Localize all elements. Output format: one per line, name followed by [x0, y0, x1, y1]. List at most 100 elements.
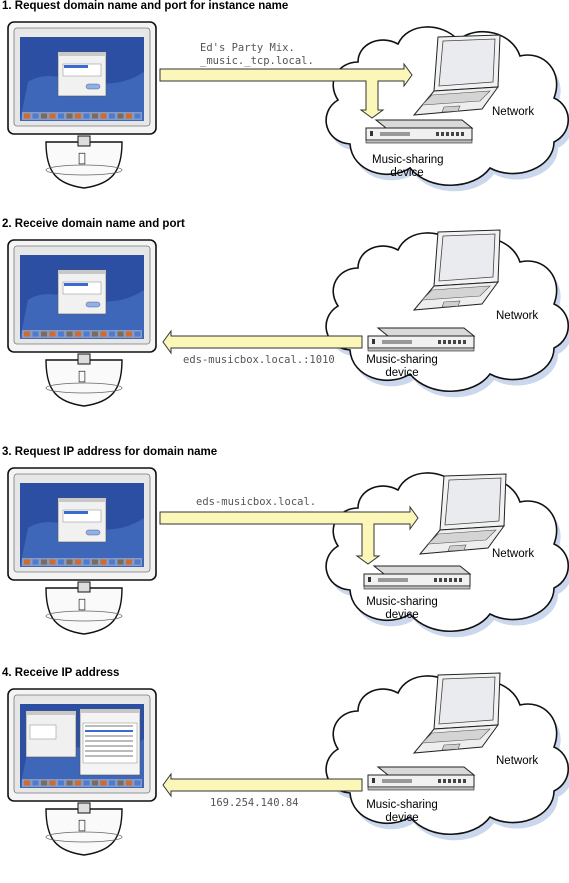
dock-icon [75, 113, 81, 119]
apple-logo:  [78, 597, 86, 612]
dock-icon [134, 559, 141, 565]
imac-neck [77, 135, 91, 147]
dock-icon [49, 113, 56, 119]
laptop-keyboard [421, 90, 491, 106]
apple-logo:  [78, 369, 86, 384]
device-button [448, 340, 451, 344]
music-device-icon [367, 327, 476, 352]
dock-icon [83, 780, 90, 786]
device-button [463, 340, 466, 344]
device-button [461, 132, 464, 136]
window-titlebar [26, 711, 76, 715]
device-button [446, 132, 449, 136]
dock-icon [83, 113, 90, 119]
connect-button [85, 301, 101, 308]
dock-icon [66, 780, 73, 786]
device-button [448, 779, 451, 783]
device-button [441, 132, 444, 136]
step-title: 1. Request domain name and port for inst… [2, 0, 289, 12]
dock-icon [92, 113, 98, 119]
dock-icon [66, 559, 73, 565]
device-button [463, 779, 466, 783]
step-title: 2. Receive domain name and port [2, 218, 185, 230]
dock-icon [58, 331, 64, 337]
device-label: Music-sharing device [372, 154, 444, 180]
message-label: eds-musicbox.local. [196, 496, 316, 509]
dock-icon [49, 780, 56, 786]
message-line: _music._tcp.local. [200, 55, 314, 67]
device-button [459, 578, 462, 582]
device-button [439, 578, 442, 582]
device-base [367, 347, 475, 352]
laptop-keyboard [421, 285, 491, 301]
desktop-wave [20, 290, 144, 339]
dock-icon [134, 780, 141, 786]
laptop-icon [418, 473, 507, 555]
dock-icon [24, 780, 30, 786]
network-label: Network [492, 548, 535, 560]
device-slot [378, 578, 408, 582]
message-label: eds-musicbox.local.:1010 [183, 354, 335, 367]
device-led [372, 778, 375, 783]
apple-logo:  [78, 151, 86, 166]
track-row [85, 745, 133, 747]
dock-icon [58, 113, 64, 119]
network-cloud [325, 675, 569, 841]
window-titlebar [58, 498, 106, 502]
device-button [449, 578, 452, 582]
dock-icon [109, 113, 115, 119]
device-label-line: Music-sharing [366, 354, 438, 366]
dock-icon [24, 113, 30, 119]
device-label-line: device [385, 609, 419, 621]
imac-neck [77, 353, 91, 365]
laptop-screen [438, 233, 496, 282]
laptop-trackpad [441, 300, 461, 308]
step-4-art:  [7, 672, 569, 856]
message-arrow [162, 329, 363, 355]
dock-icon [49, 559, 56, 565]
device-button [436, 132, 439, 136]
device-label-line: device [390, 167, 424, 179]
dock-icon [41, 331, 47, 337]
dock-icon [24, 559, 30, 565]
step-title: 4. Receive IP address [2, 667, 120, 679]
device-button [458, 779, 461, 783]
step-3:  3. Request IP address for domain name … [0, 446, 569, 662]
imac-computer:  [7, 21, 157, 189]
dock-icon [83, 559, 90, 565]
message-arrow [159, 505, 419, 565]
dock-icon [109, 331, 115, 337]
device-base [365, 139, 473, 144]
dock [22, 558, 142, 566]
dock-icon [109, 780, 115, 786]
device-button [451, 132, 454, 136]
device-button [434, 578, 437, 582]
message-arrow [159, 62, 413, 119]
device-label: Music-sharing device [362, 596, 442, 622]
desktop-wave [20, 72, 144, 121]
selected-service [64, 511, 88, 514]
imac-computer:  [7, 239, 157, 407]
laptop-icon [412, 672, 501, 754]
device-top [376, 327, 476, 337]
laptop-trackpad [441, 743, 461, 751]
network-label: Network [492, 106, 535, 118]
dock-icon [117, 331, 124, 337]
dock-icon [32, 331, 39, 337]
track-row [85, 755, 133, 757]
laptop-icon [412, 229, 501, 311]
window-list [29, 724, 57, 740]
device-base [367, 786, 475, 791]
network-label: Network [496, 310, 539, 322]
connect-button [85, 83, 101, 90]
dock-icon [100, 331, 107, 337]
device-label-line: device [385, 367, 419, 379]
device-label: Music-sharing device [362, 354, 442, 380]
device-button [443, 340, 446, 344]
dock-icon [75, 559, 81, 565]
dock-icon [66, 331, 73, 337]
dock-icon [117, 780, 124, 786]
step-1-art:  [7, 21, 569, 192]
message-line: Ed's Party Mix. [200, 42, 295, 54]
menu-bar [20, 251, 144, 255]
